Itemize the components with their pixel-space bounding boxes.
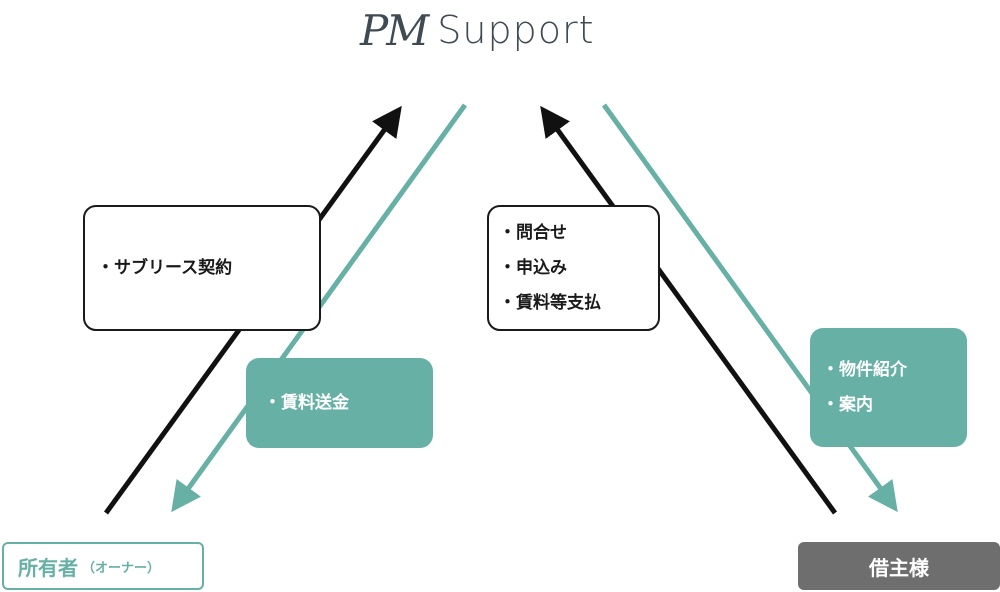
sublease-list: サブリース契約 bbox=[97, 251, 319, 286]
list-item: 賃料等支払 bbox=[499, 286, 658, 321]
list-item: 問合せ bbox=[499, 216, 658, 251]
logo-text: Support bbox=[437, 8, 595, 52]
owner-label-sub: （オーナー） bbox=[82, 560, 161, 576]
tenant-label-text: 借主様 bbox=[869, 555, 929, 580]
rent-remit-list: 賃料送金 bbox=[264, 386, 433, 421]
list-item: 案内 bbox=[822, 388, 967, 423]
property-list: 物件紹介 案内 bbox=[822, 353, 967, 423]
list-item: 申込み bbox=[499, 251, 658, 286]
arrow-pm-to-owner bbox=[171, 103, 468, 513]
inquiry-list: 問合せ 申込み 賃料等支払 bbox=[499, 216, 658, 321]
inquiry-box: 問合せ 申込み 賃料等支払 bbox=[487, 205, 660, 331]
list-item: 賃料送金 bbox=[264, 386, 433, 421]
logo-mark: PM bbox=[360, 5, 429, 55]
list-item: サブリース契約 bbox=[97, 251, 319, 286]
rent-remit-box: 賃料送金 bbox=[246, 358, 433, 448]
list-item: 物件紹介 bbox=[822, 353, 967, 388]
pm-support-logo: PM Support bbox=[360, 0, 594, 60]
arrow-tenant-to-pm bbox=[540, 105, 838, 515]
tenant-label: 借主様 bbox=[798, 542, 1000, 590]
sublease-box: サブリース契約 bbox=[83, 205, 321, 331]
owner-label-text: 所有者 bbox=[18, 555, 78, 580]
owner-label: 所有者 （オーナー） bbox=[2, 542, 204, 590]
property-intro-box: 物件紹介 案内 bbox=[810, 328, 967, 447]
